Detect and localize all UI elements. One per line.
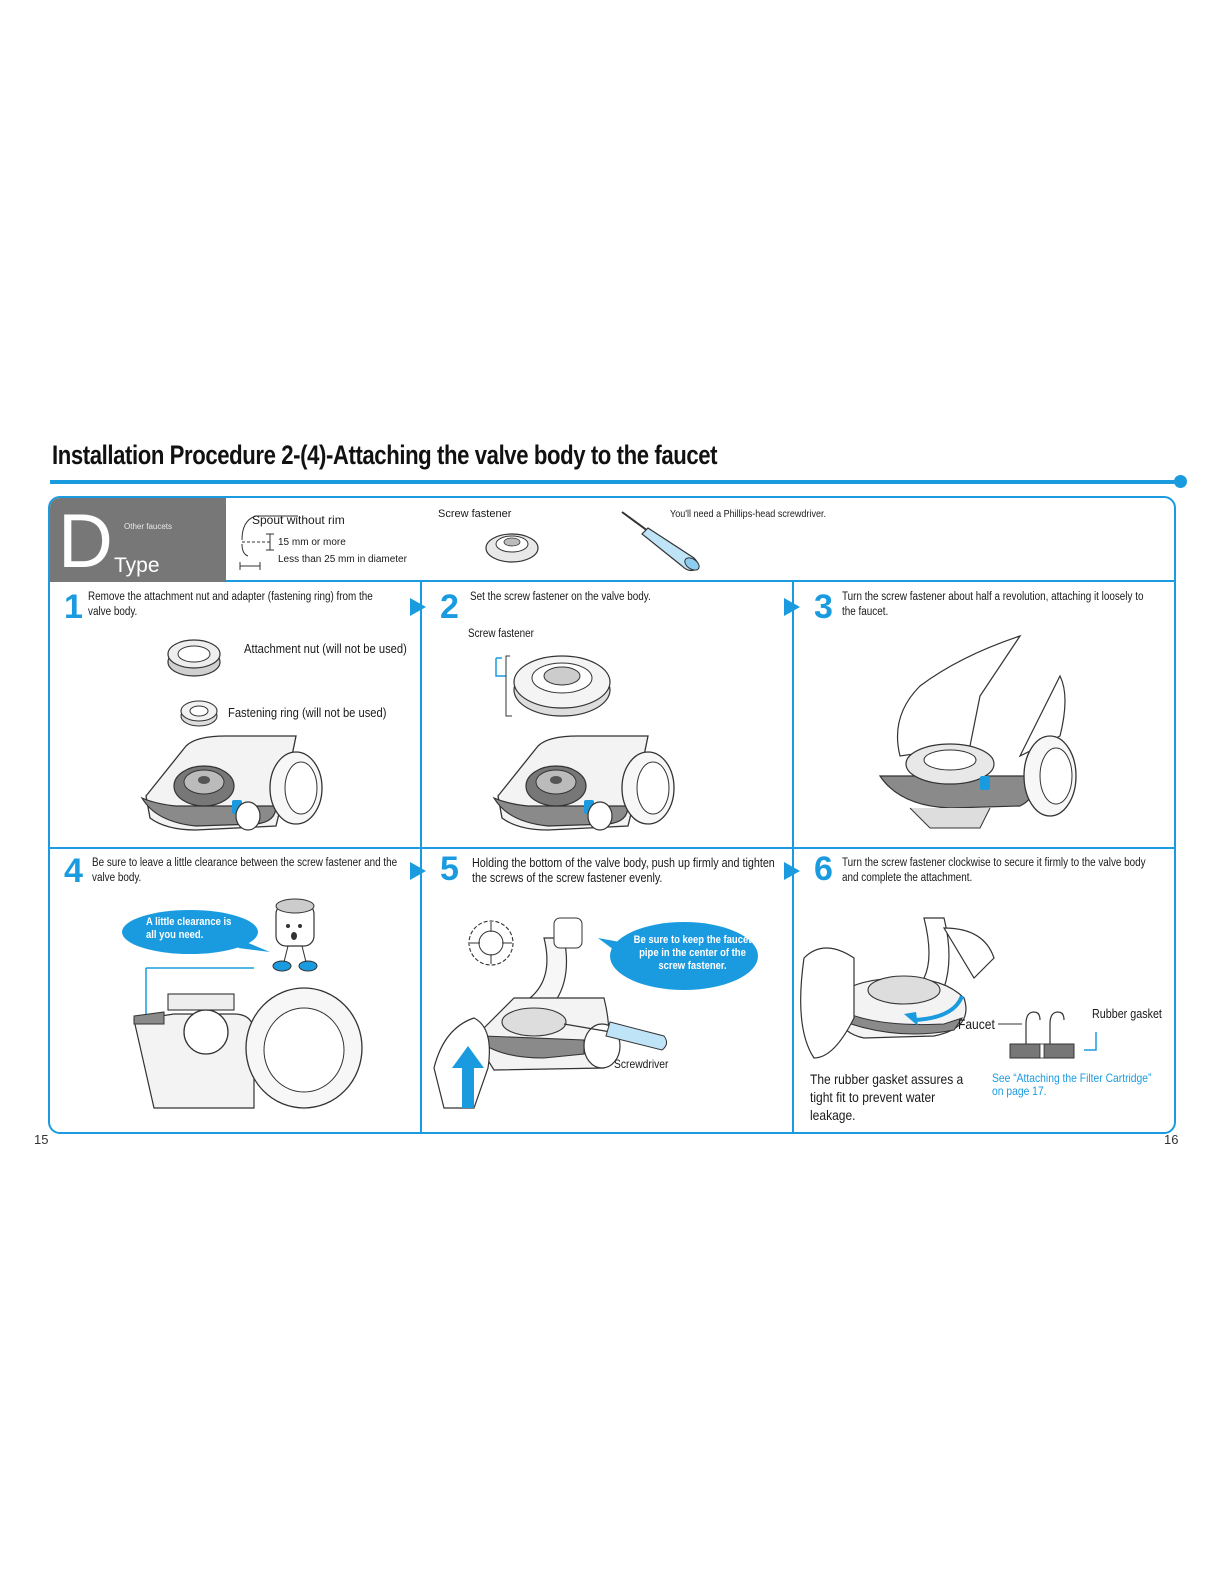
step-5-text: Holding the bottom of the valve body, pu…	[472, 856, 775, 885]
valve-body-image-2	[492, 735, 675, 831]
step-6-arrow	[784, 862, 800, 880]
step-2-number: 2	[440, 588, 459, 626]
mascot-character-1	[272, 898, 318, 972]
page-number-right: 16	[1164, 1132, 1179, 1147]
type-label: Type	[114, 554, 160, 577]
gasket-note: The rubber gasket assures a tight fit to…	[810, 1071, 964, 1123]
valve-body-image-1	[140, 735, 323, 831]
gasket-diagram	[998, 1011, 1097, 1059]
step-5-arrow	[410, 862, 426, 880]
clearance-bubble-text: A little clearance is all you need.	[146, 916, 232, 941]
clearance-bubble	[122, 910, 270, 954]
center-bubble-text: Be sure to keep the faucet pipe in the c…	[633, 934, 752, 972]
screwdriver-note: You'll need a Phillips-head screwdriver.	[670, 508, 826, 520]
type-subtitle: Other faucets	[124, 522, 173, 531]
rubber-gasket-label: Rubber gasket	[1092, 1007, 1162, 1021]
divider-rows	[50, 847, 1174, 849]
screw-fastener-icon	[485, 533, 539, 563]
step-6-text: Turn the screw fastener clockwise to sec…	[842, 857, 1146, 884]
header-screw-fastener-label: Screw fastener	[438, 508, 512, 520]
screwdriver-label: Screwdriver	[614, 1057, 669, 1071]
fastening-ring-image	[180, 700, 218, 727]
step-5-number: 5	[440, 850, 459, 888]
hands-attaching-image	[878, 634, 1077, 829]
screw-topview-image	[468, 920, 514, 966]
step-3-text: Turn the screw fastener about half a rev…	[842, 591, 1144, 618]
center-bubble	[598, 922, 758, 990]
step-6-number: 6	[814, 850, 833, 888]
clockwise-tighten-image	[800, 917, 995, 1059]
screwdriver-icon	[621, 511, 700, 572]
spout-height: 15 mm or more	[278, 537, 346, 548]
attachment-nut-label: Attachment nut (will not be used)	[244, 641, 407, 656]
attachment-nut-image	[167, 639, 221, 677]
step-4-number: 4	[64, 852, 83, 890]
title-rule	[50, 480, 1180, 484]
see-reference: See “Attaching the Filter Cartridge” on …	[992, 1071, 1152, 1098]
spout-diameter: Less than 25 mm in diameter	[278, 554, 407, 565]
page-number-left: 15	[34, 1132, 49, 1147]
procedure-frame: D Other faucets Type Spout without rim 1…	[48, 496, 1176, 1134]
step-2-text: Set the screw fastener on the valve body…	[470, 591, 651, 603]
divider-col-2	[792, 582, 794, 1132]
step-2-screw-fastener-label: Screw fastener	[468, 628, 534, 640]
step-3-arrow	[784, 598, 800, 616]
divider-col-1	[420, 582, 422, 1132]
title-rule-dot	[1174, 475, 1187, 488]
step-2-arrow	[410, 598, 426, 616]
type-letter: D	[58, 499, 113, 584]
step-1-text: Remove the attachment nut and adapter (f…	[88, 591, 373, 618]
step-4-text: Be sure to leave a little clearance betw…	[92, 857, 398, 884]
spout-title: Spout without rim	[252, 513, 345, 527]
page-title: Installation Procedure 2-(4)-Attaching t…	[52, 440, 718, 470]
step-3-number: 3	[814, 588, 833, 626]
faucet-label: Faucet	[958, 1016, 995, 1032]
push-tighten-image	[433, 917, 668, 1109]
divider-header	[50, 580, 1174, 582]
clearance-closeup-image	[133, 967, 363, 1109]
screw-fastener-image-2	[495, 655, 611, 717]
spout-diagram	[239, 515, 298, 570]
step-1-number: 1	[64, 588, 83, 626]
type-box: D Other faucets Type	[50, 498, 226, 582]
fastening-ring-label: Fastening ring (will not be used)	[228, 705, 387, 720]
